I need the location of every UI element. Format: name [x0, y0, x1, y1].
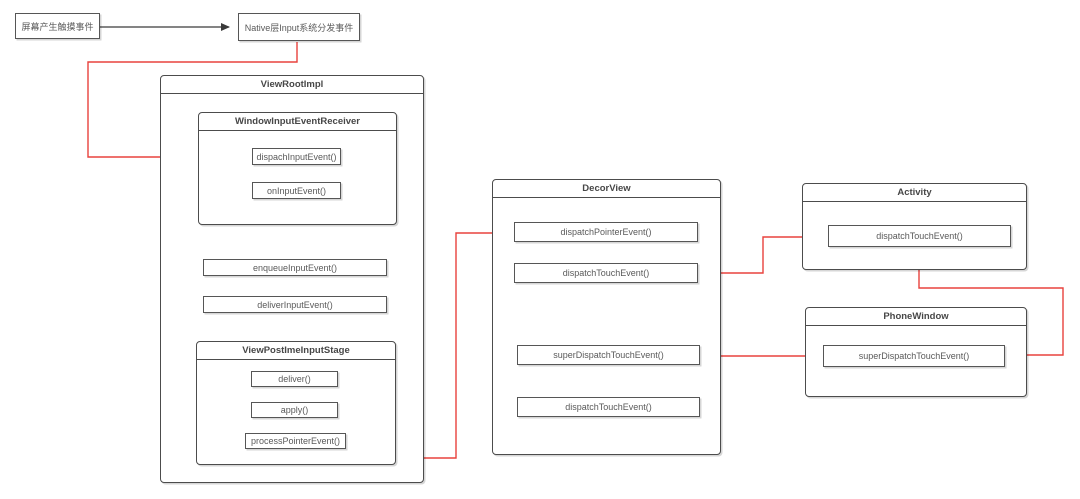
deliverinputevent-box: deliverInputEvent()	[203, 296, 387, 313]
activity-dispatchtouchevent-box: dispatchTouchEvent()	[828, 225, 1011, 247]
enqueueinputevent-box: enqueueInputEvent()	[203, 259, 387, 276]
viewpostimeinputstage-title: ViewPostImeInputStage	[197, 342, 395, 360]
windowinputeventreceiver-title: WindowInputEventReceiver	[199, 113, 396, 131]
dispachinputevent-box: dispachInputEvent()	[252, 148, 341, 165]
phonewindow-superdispatchtouchevent-box: superDispatchTouchEvent()	[823, 345, 1005, 367]
activity-title: Activity	[803, 184, 1026, 202]
decorview-title: DecorView	[493, 180, 720, 198]
decor-superdispatchtouchevent-box: superDispatchTouchEvent()	[517, 345, 700, 365]
oninputevent-box: onInputEvent()	[252, 182, 341, 199]
decor-dispatchtouchevent-box: dispatchTouchEvent()	[514, 263, 698, 283]
viewrootimpl-title: ViewRootImpl	[161, 76, 423, 94]
windowinputeventreceiver-frame: WindowInputEventReceiver	[198, 112, 397, 225]
native-input-dispatch-box: Native层Input系统分发事件	[238, 13, 360, 41]
decor-dispatchtouchevent-bottom-box: dispatchTouchEvent()	[517, 397, 700, 417]
screen-touch-event-box: 屏幕产生触摸事件	[15, 13, 100, 39]
decor-dispatchpointerevent-box: dispatchPointerEvent()	[514, 222, 698, 242]
apply-box: apply()	[251, 402, 338, 418]
phonewindow-title: PhoneWindow	[806, 308, 1026, 326]
deliver-box: deliver()	[251, 371, 338, 387]
processpointerevent-box: processPointerEvent()	[245, 433, 346, 449]
